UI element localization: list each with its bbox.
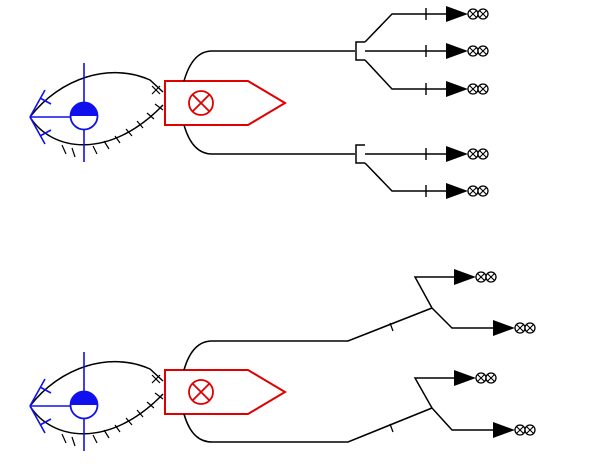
trunk-lower-2 <box>183 407 433 443</box>
device-body <box>164 369 287 415</box>
source-loop-top <box>29 360 164 407</box>
source-loop-ticks <box>61 374 164 447</box>
output-terminal <box>454 269 497 285</box>
lower-circuit <box>29 269 536 451</box>
trunk-upper-2 <box>183 124 355 155</box>
lamp-cross-b <box>479 187 487 195</box>
splitter-upper-2 <box>355 144 446 192</box>
upper-terminals <box>425 6 489 199</box>
source-loop-bottom <box>29 393 164 435</box>
output-terminal <box>425 183 489 199</box>
arrow-head-icon <box>454 370 476 386</box>
device-cross-b <box>192 94 210 112</box>
lamp-cross-b <box>526 324 534 332</box>
lower-terminals <box>454 269 536 438</box>
lamp-cross-b <box>469 187 477 195</box>
switch-fork-lower-2 <box>413 377 493 431</box>
output-terminal <box>493 320 536 336</box>
upper-circuit <box>29 6 489 199</box>
output-terminal <box>425 146 489 162</box>
source-symbol-upper <box>29 63 164 162</box>
arrow-head-icon <box>446 43 468 59</box>
lamp-cross-b <box>487 273 495 281</box>
source-loop-bottom <box>29 104 164 146</box>
device-lower <box>164 369 287 415</box>
lamp-cross-b <box>469 47 477 55</box>
source-loop-top <box>29 71 164 118</box>
lamp-cross-b <box>477 273 485 281</box>
device-cross-b <box>192 383 210 401</box>
source-lamp-fill <box>70 391 98 405</box>
output-terminal <box>425 81 489 97</box>
trunk-lower-2-tick <box>389 423 394 433</box>
device-cross-circle <box>188 379 214 405</box>
lamp-cross-b <box>479 85 487 93</box>
switch-fork-lower-1 <box>413 276 493 329</box>
lamp-cross-b <box>477 374 485 382</box>
device-upper <box>164 80 287 126</box>
arrow-head-icon <box>454 269 476 285</box>
output-terminal <box>425 6 489 22</box>
trunk-lower-1-tick <box>389 322 394 332</box>
output-terminal <box>493 422 536 438</box>
device-body <box>164 80 287 126</box>
arrow-head-icon <box>493 320 515 336</box>
source-loop-ticks <box>61 85 164 158</box>
lamp-cross-b <box>479 10 487 18</box>
lamp-cross-b <box>516 324 524 332</box>
arrow-head-icon <box>446 183 468 199</box>
lamp-cross-b <box>469 10 477 18</box>
source-lamp-fill <box>70 102 98 116</box>
output-terminal <box>454 370 497 386</box>
lamp-cross-b <box>487 374 495 382</box>
output-terminal <box>425 43 489 59</box>
trunk-upper-1 <box>183 50 355 82</box>
arrow-head-icon <box>446 81 468 97</box>
lamp-cross-b <box>516 426 524 434</box>
trunk-lower-1 <box>183 307 433 371</box>
splitter-upper-1 <box>355 13 446 90</box>
source-symbol-lower <box>29 352 164 451</box>
arrow-head-icon <box>446 146 468 162</box>
arrow-head-icon <box>493 422 515 438</box>
lamp-cross-b <box>469 85 477 93</box>
lamp-cross-b <box>479 47 487 55</box>
lamp-cross-b <box>479 150 487 158</box>
lamp-cross-b <box>469 150 477 158</box>
device-cross-circle <box>188 90 214 116</box>
lamp-cross-b <box>526 426 534 434</box>
arrow-head-icon <box>446 6 468 22</box>
